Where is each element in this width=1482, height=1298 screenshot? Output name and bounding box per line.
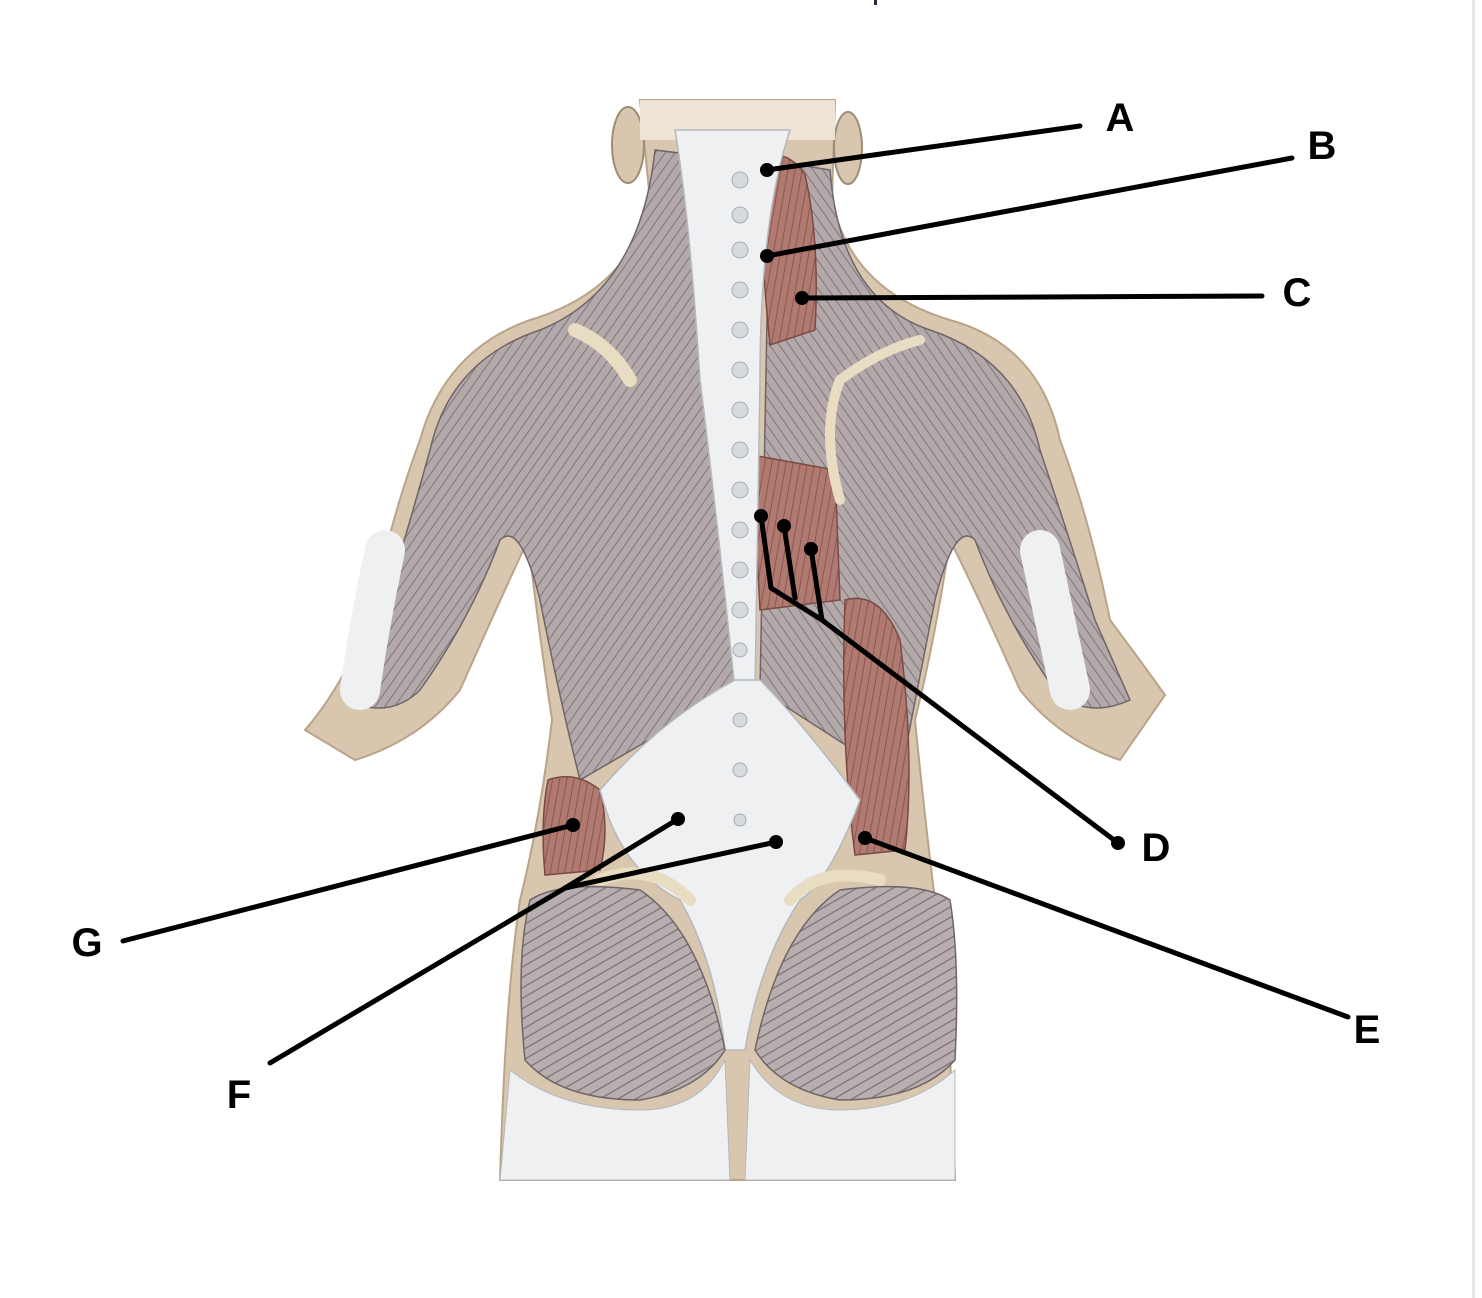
dot-d-3 [804,542,818,556]
top-edge-mark [874,0,877,5]
label-a: A [1105,96,1135,140]
leader-line-c [799,293,1265,301]
label-d: D [1141,826,1171,870]
dot-g [566,818,580,832]
dot-b [760,249,774,263]
leader-line-d [758,513,1121,846]
leader-line-a [764,123,1083,173]
dot-c [795,291,809,305]
leader-line-b [764,155,1295,259]
label-e: E [1353,1008,1381,1052]
leader-line-e [862,835,1351,1020]
label-c: C [1282,271,1312,315]
dot-e [858,831,872,845]
page-right-border [1472,0,1475,1298]
dot-f-2 [769,835,783,849]
dot-f-1 [671,812,685,826]
dot-d-end [1111,836,1125,850]
muscle-layers [340,129,1131,1181]
dot-d-2 [777,519,791,533]
label-f: F [226,1073,252,1117]
leader-lines [120,123,1351,1066]
leader-line-f [267,816,779,1066]
dot-d-1 [754,509,768,523]
label-g: G [71,921,103,965]
dot-a [760,163,774,177]
leader-line-g [120,822,576,944]
pointer-dots [566,163,1125,850]
label-b: B [1307,124,1337,168]
